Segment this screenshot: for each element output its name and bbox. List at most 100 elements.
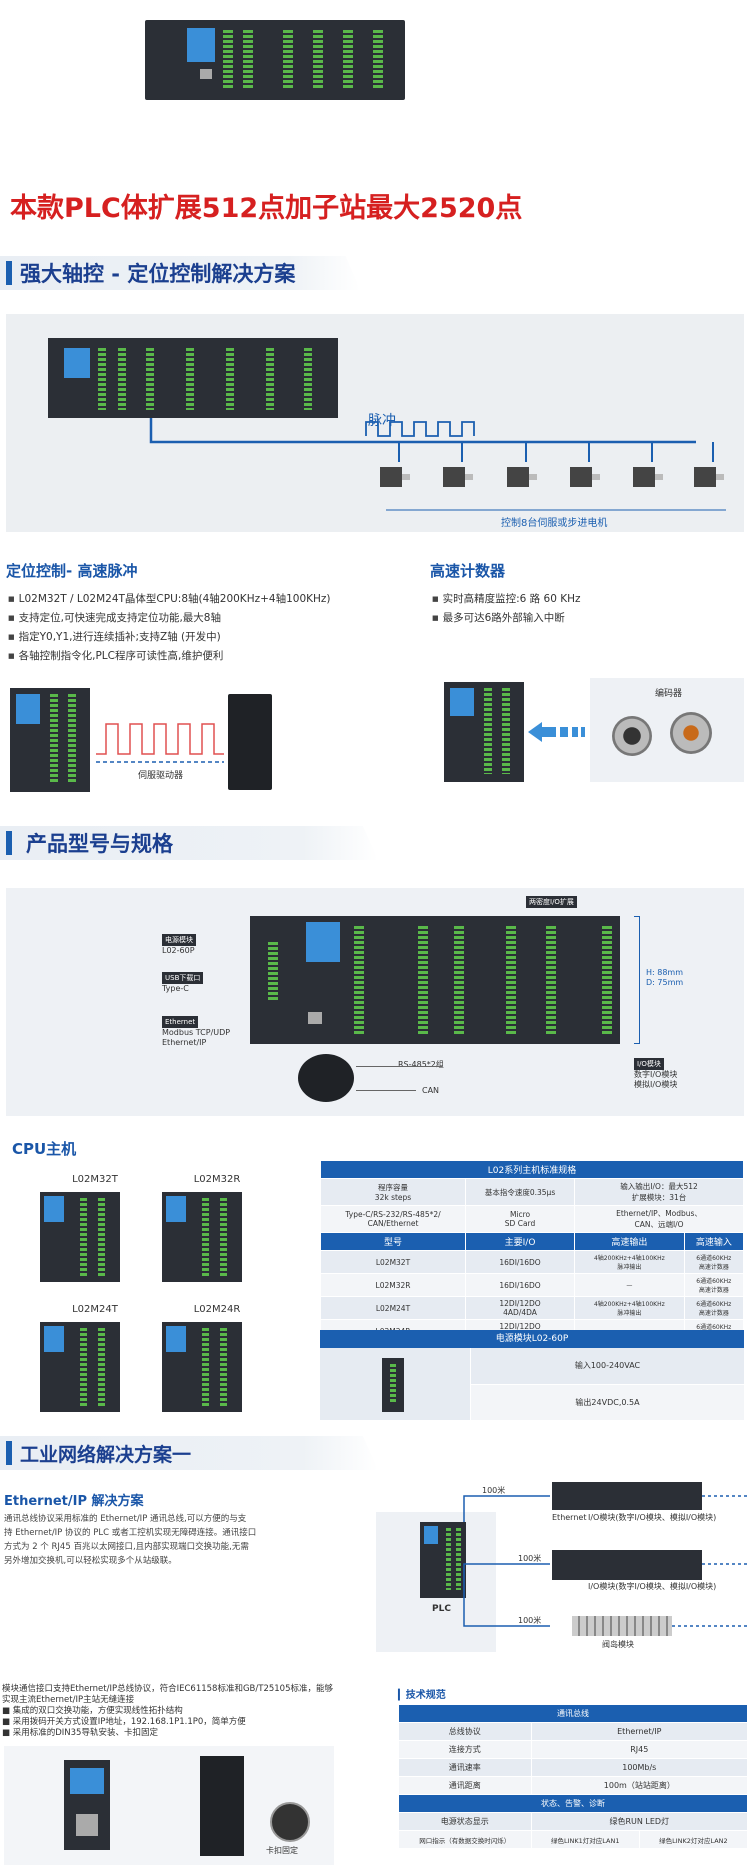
spec-cell: L02M32T bbox=[319, 1250, 467, 1274]
callout-tag: Ethernet bbox=[162, 1016, 199, 1028]
bullet-item: L02M32T / L02M24T晶体型CPU:8轴(4轴200KHz+4轴10… bbox=[8, 590, 331, 609]
callout-tag: 电源模块 bbox=[162, 934, 196, 946]
cpu-title: CPU主机 bbox=[12, 1140, 77, 1158]
servo-caption: 控制8台伺服或步进电机 bbox=[501, 518, 608, 529]
eip-desc-line: 方式为 2 个 RJ45 百兆以太网接口,且内部实现端口交换功能,无需 bbox=[4, 1542, 249, 1552]
info-line: ■ 采用拨码开关方式设置IP地址，192.168.1P1.1P0，简单方便 bbox=[2, 1717, 246, 1727]
spec-cell: L02M32R bbox=[319, 1273, 467, 1297]
spec-cell: 绿色LINK2灯对应LAN2 bbox=[638, 1830, 749, 1849]
io-caption: I/O模块(数字I/O模块、模拟I/O模块) bbox=[588, 1513, 717, 1522]
spec-cell: Micro SD Card bbox=[465, 1205, 576, 1233]
eip-desc-line: 持 Ethernet/IP 协议的 PLC 或者工控机实现无障碍连接。通讯接口 bbox=[4, 1528, 257, 1538]
spec-cell: 电源状态显示 bbox=[398, 1812, 532, 1831]
network-diagram: PLC 100米 100米 100米 Ethernet I/O模块(数字I/O模… bbox=[372, 1474, 750, 1664]
counter-bullets: 实时高精度监控:6 路 60 KHz 最多可达6路外部输入中断 bbox=[432, 590, 581, 628]
spec-cell: 6通道60KHz 高速计数器 bbox=[683, 1250, 745, 1274]
module-photos: 卡扣固定 bbox=[4, 1746, 334, 1865]
arrow-left-icon bbox=[528, 722, 585, 742]
cpu-model-card: L02M24T bbox=[40, 1304, 150, 1424]
plc-label: PLC bbox=[432, 1604, 451, 1614]
dimension-height: H: 88mm bbox=[646, 968, 684, 977]
section-title: 强大轴控 - 定位控制解决方案 bbox=[20, 262, 296, 286]
spec-cell: 连接方式 bbox=[398, 1740, 532, 1759]
driver-label: 伺服驱动器 bbox=[138, 771, 184, 781]
counter-title: 高速计数器 bbox=[430, 562, 506, 580]
eip-description: 通讯总线协议采用标准的 Ethernet/IP 通讯总线,可以方便的与支 持 E… bbox=[4, 1512, 256, 1568]
spec-group: 通讯总线 bbox=[398, 1704, 748, 1723]
spec-cell: 输入输出I/O：最大512 扩展模块：31台 bbox=[574, 1178, 744, 1206]
cpu-model-card: L02M24R bbox=[162, 1304, 272, 1424]
table-row: 总线协议 Ethernet/IP bbox=[398, 1722, 749, 1741]
callout-tag: I/O模块 bbox=[634, 1058, 664, 1070]
spec-header: 高速输入 bbox=[683, 1232, 745, 1251]
callout-text: Ethernet/IP bbox=[162, 1038, 207, 1047]
section-title: 工业网络解决方案一 bbox=[20, 1443, 192, 1466]
table-row: 通讯距离 100m（站站距离） bbox=[398, 1776, 749, 1795]
info-line: 模块通信接口支持Ethernet/IP总线协议，符合IEC61158标准和GB/… bbox=[2, 1684, 333, 1694]
encoder-diagram: 编码器 bbox=[440, 676, 745, 786]
cpu-model-name: L02M24T bbox=[72, 1304, 118, 1315]
servo-connection-lines bbox=[149, 418, 726, 511]
cpu-model-name: L02M24R bbox=[193, 1304, 241, 1315]
spec-group: 状态、告警、诊断 bbox=[398, 1794, 748, 1813]
spec-cell: 16DI/16DO bbox=[465, 1273, 576, 1297]
spec-cell: 12DI/12DO 4AD/4DA bbox=[465, 1296, 576, 1320]
table-row: 网口指示（有数据交换时闪烁） 绿色LINK1灯对应LAN1 绿色LINK2灯对应… bbox=[398, 1830, 749, 1849]
tech-spec-title-text: 技术规范 bbox=[405, 1690, 446, 1701]
spec-cell: 通讯速率 bbox=[398, 1758, 532, 1777]
bullet-item: 最多可达6路外部输入中断 bbox=[432, 609, 581, 628]
motor-icon bbox=[443, 464, 473, 494]
table-row: 通讯速率 100Mb/s bbox=[398, 1758, 749, 1777]
power-module-table: 电源模块L02-60P 输入100-240VAC 输出24VDC,0.5A bbox=[320, 1330, 744, 1420]
spec-cell: Type-C/RS-232/RS-485*2/ CAN/Ethernet bbox=[319, 1205, 467, 1233]
positioning-diagram: 伺服驱动器 bbox=[6, 684, 306, 794]
table-row: L02M32T 16DI/16DO 4轴200KHz+4轴100KHz 脉冲输出… bbox=[319, 1250, 745, 1274]
callout-tag: USB下载口 bbox=[162, 972, 204, 984]
encoder-icon bbox=[612, 716, 652, 756]
section-banner-axis-control: 强大轴控 - 定位控制解决方案 bbox=[0, 256, 360, 290]
dimension-bracket bbox=[634, 916, 640, 1044]
pulse-label: 脉冲 bbox=[368, 413, 396, 429]
positioning-bullets: L02M32T / L02M24T晶体型CPU:8轴(4轴200KHz+4轴10… bbox=[8, 590, 331, 666]
eth-label: Ethernet bbox=[552, 1513, 587, 1522]
hero-headline: 本款PLC体扩展512点加子站最大2520点 bbox=[10, 193, 523, 224]
bullet-item: 支持定位,可快速完成支持定位功能,最大8轴 bbox=[8, 609, 331, 628]
clip-zoom-icon bbox=[270, 1802, 310, 1842]
callout-text: L02-60P bbox=[162, 946, 195, 955]
distance-label: 100米 bbox=[518, 1616, 542, 1625]
spec-cell: — bbox=[574, 1273, 685, 1297]
spec-cell: Ethernet/IP bbox=[530, 1722, 749, 1741]
info-line-text: 采用拨码开关方式设置IP地址，192.168.1P1.1P0，简单方便 bbox=[12, 1717, 246, 1727]
table-row: L02M32R 16DI/16DO — 6通道60KHz 高速计数器 bbox=[319, 1273, 745, 1297]
info-line: 实现主流Ethernet/IP主站无缝连接 bbox=[2, 1695, 135, 1705]
spec-cell: 总线协议 bbox=[398, 1722, 532, 1741]
model-diagram: 电源模块 L02-60P USB下载口 Type-C Ethernet Modb… bbox=[6, 888, 744, 1116]
hero-plc-image bbox=[145, 14, 405, 104]
spec-cell: 6通道60KHz 高速计数器 bbox=[683, 1273, 745, 1297]
spec-header: 高速输出 bbox=[574, 1232, 685, 1251]
spec-cell: 绿色LINK1灯对应LAN1 bbox=[530, 1830, 640, 1849]
cpu-model-card: L02M32R bbox=[162, 1174, 272, 1294]
io-caption: I/O模块(数字I/O模块、模拟I/O模块) bbox=[588, 1582, 717, 1591]
table-row: L02M24T 12DI/12DO 4AD/4DA 4轴200KHz+4轴100… bbox=[319, 1296, 745, 1320]
callout-text: 数字I/O模块 bbox=[634, 1070, 678, 1079]
remote-caption: 阀岛模块 bbox=[602, 1640, 634, 1649]
spec-cell: 4轴200KHz+4轴100KHz 脉冲输出 bbox=[574, 1250, 685, 1274]
motor-icon bbox=[694, 464, 724, 494]
info-line-text: 采用标准的DIN35导轨安装、卡扣固定 bbox=[12, 1728, 158, 1738]
bullet-item: 实时高精度监控:6 路 60 KHz bbox=[432, 590, 581, 609]
spec-cell: 程序容量 32k steps bbox=[319, 1178, 467, 1206]
info-line: ■ 采用标准的DIN35导轨安装、卡扣固定 bbox=[2, 1728, 158, 1738]
positioning-title: 定位控制- 高速脉冲 bbox=[6, 562, 138, 580]
spec-cell: 绿色RUN LED灯 bbox=[530, 1812, 749, 1831]
spec-header: 主要I/O bbox=[465, 1232, 576, 1251]
spec-cell: RJ45 bbox=[530, 1740, 749, 1759]
spec-cell: 网口指示（有数据交换时闪烁） bbox=[398, 1830, 532, 1849]
table-row: 电源状态显示 绿色RUN LED灯 bbox=[398, 1812, 749, 1831]
distance-label: 100米 bbox=[482, 1486, 506, 1495]
section-banner-network: 工业网络解决方案一 bbox=[0, 1436, 378, 1470]
motor-icon bbox=[633, 464, 663, 494]
eip-desc-line: 通讯总线协议采用标准的 Ethernet/IP 通讯总线,可以方便的与支 bbox=[4, 1514, 247, 1524]
encoder-label: 编码器 bbox=[655, 689, 683, 699]
eip-title: Ethernet/IP 解决方案 bbox=[4, 1494, 144, 1509]
